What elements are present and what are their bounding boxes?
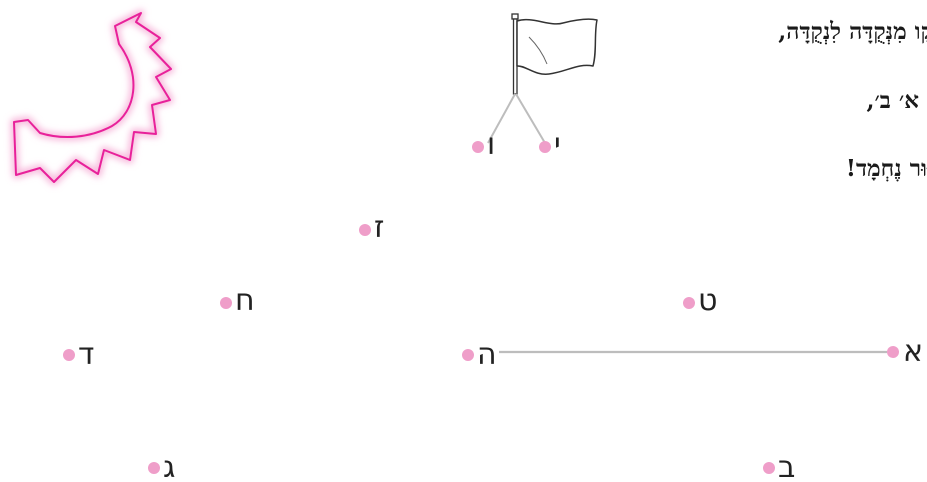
guide-lines <box>487 93 887 354</box>
dot-dalet[interactable] <box>63 349 75 361</box>
label-gimel: ג <box>163 450 176 482</box>
instruction-line-2: י א׳ ב׳, <box>866 87 927 114</box>
flag-icon <box>511 13 598 95</box>
dot-bet[interactable] <box>763 462 775 474</box>
label-yod: י <box>554 127 561 162</box>
dot-zayin[interactable] <box>359 224 371 236</box>
label-vav: ו <box>487 127 496 162</box>
instruction-line-3: יּוּר נֶחְמָד! <box>845 155 927 182</box>
sun-icon <box>10 9 175 186</box>
label-tet: ט <box>698 283 718 318</box>
label-het: ח <box>235 283 255 318</box>
dot-yod[interactable] <box>539 141 551 153</box>
dot-vav[interactable] <box>472 141 484 153</box>
dot-alef[interactable] <box>887 346 899 358</box>
instruction-line-1: קַו מִנְּקֻדָּה לִנְקֻדָּה, <box>778 18 927 45</box>
label-dalet: ד <box>78 337 95 372</box>
label-bet: ב <box>778 450 796 482</box>
dot-he[interactable] <box>462 349 474 361</box>
dot-tet[interactable] <box>683 297 695 309</box>
label-alef: א <box>903 334 924 369</box>
label-he: ה <box>477 337 497 372</box>
label-zayin: ז <box>374 210 385 245</box>
dot-gimel[interactable] <box>148 462 160 474</box>
dot-het[interactable] <box>220 297 232 309</box>
